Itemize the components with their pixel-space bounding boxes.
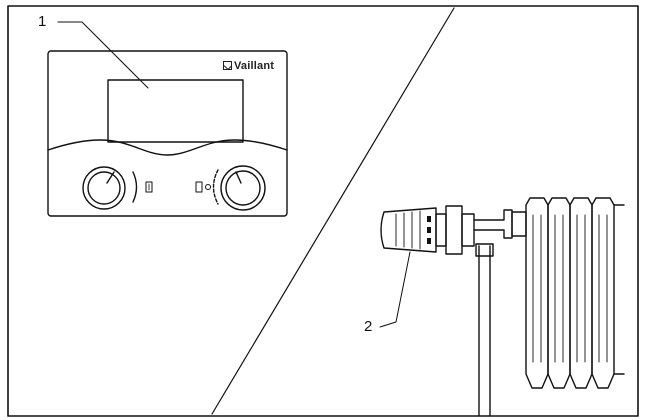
controller-brand-text: Vaillant [234, 60, 275, 72]
valve-connector [473, 209, 513, 239]
left-scale-arc [132, 171, 138, 203]
diagonal-divider [211, 7, 455, 415]
rotary-knob-icon [220, 165, 266, 211]
controller-display [107, 79, 244, 143]
controller-seam [47, 139, 288, 156]
tap-symbol-icon [195, 181, 211, 193]
figure-frame [7, 5, 639, 417]
callout-1-leader [57, 21, 149, 89]
callout-1-label: 1 [38, 13, 47, 30]
thermostatic-valve-icon [380, 207, 447, 253]
room-controller [47, 50, 288, 217]
controller-body [47, 50, 288, 217]
callout-2-label: 2 [364, 318, 373, 335]
pipe-fitting [475, 243, 494, 257]
valve-body [445, 205, 463, 255]
vaillant-logo-icon [223, 61, 232, 70]
radiator-assembly [380, 197, 625, 417]
radiator-coupling [511, 211, 527, 237]
right-scale-arc [212, 169, 219, 205]
valve-nut [461, 213, 475, 247]
controller-brand: Vaillant [223, 60, 274, 72]
callout-2-leader [379, 251, 411, 328]
radiator-symbol-icon [145, 181, 153, 193]
rotary-knob-icon [82, 166, 126, 210]
radiator-body [525, 197, 625, 389]
